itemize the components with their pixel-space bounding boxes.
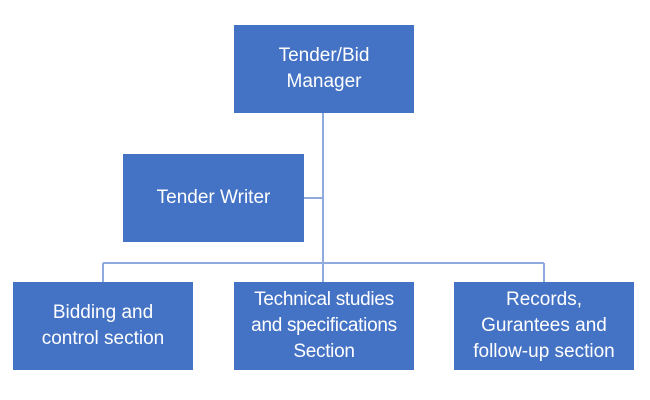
tender-bid-manager-box: Tender/Bid Manager bbox=[234, 25, 414, 113]
node-label-line: control section bbox=[41, 328, 165, 349]
node-label-line: Manager bbox=[286, 71, 362, 92]
node-label-line: Tender/Bid bbox=[278, 45, 370, 66]
node-label-line: Section bbox=[293, 341, 355, 362]
node-label-line: Tender Writer bbox=[156, 187, 271, 208]
node-label-line: follow-up section bbox=[473, 341, 615, 362]
bidding-control-section-box: Bidding and control section bbox=[13, 282, 193, 370]
records-guarantees-section-box: Records, Gurantees and follow-up section bbox=[454, 282, 634, 370]
node-label-line: Bidding and bbox=[52, 302, 154, 323]
node-label-line: and specifications bbox=[251, 315, 397, 336]
node-label-line: Gurantees and bbox=[481, 315, 607, 336]
technical-studies-section-box: Technical studies and specifications Sec… bbox=[234, 282, 414, 370]
node-label-line: Technical studies bbox=[254, 289, 394, 310]
node-label-line: Records, bbox=[505, 289, 583, 310]
tender-writer-box: Tender Writer bbox=[123, 154, 304, 242]
